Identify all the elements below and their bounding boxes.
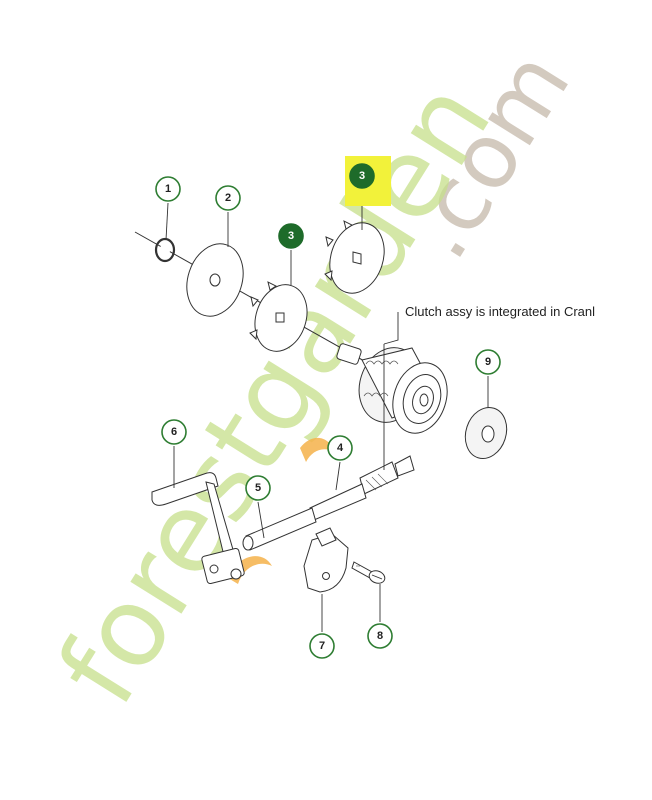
- leader-lines: [165, 202, 489, 632]
- callout-7-label: 7: [319, 640, 325, 652]
- callout-9-label: 9: [485, 356, 491, 368]
- callout-3-highlighted-label: 3: [359, 170, 365, 182]
- part-circlip: [154, 237, 176, 263]
- callout-2: 2: [215, 185, 241, 211]
- watermark: .com forestgarden: [33, 34, 590, 726]
- callout-5-label: 5: [255, 482, 261, 494]
- part-pawl-plate-detail: [324, 220, 385, 294]
- part-pawl-plate-lower: [249, 281, 308, 352]
- callout-6-label: 6: [171, 426, 177, 438]
- callout-8: 8: [367, 623, 393, 649]
- callout-7: 7: [309, 633, 335, 659]
- callout-3-highlighted: 3: [349, 163, 375, 189]
- callout-8-label: 8: [377, 630, 383, 642]
- callout-1: 1: [155, 176, 181, 202]
- callout-4-label: 4: [337, 442, 344, 454]
- callout-3-label: 3: [288, 230, 294, 242]
- part-starter-pulley-assembly: [336, 343, 448, 434]
- part-screw: [351, 561, 386, 584]
- callout-9: 9: [475, 349, 501, 375]
- part-washer: [186, 243, 244, 317]
- callout-4: 4: [327, 435, 353, 461]
- callout-1-label: 1: [165, 183, 171, 195]
- part-crank-handle: [151, 472, 245, 585]
- callout-5: 5: [245, 475, 271, 501]
- part-pawl-lever: [303, 527, 349, 593]
- callout-3: 3: [278, 223, 304, 249]
- clutch-note-text: Clutch assy is integrated in Cranl: [405, 304, 595, 319]
- part-spacer-ring: [464, 407, 508, 459]
- callout-6: 6: [161, 419, 187, 445]
- part-crankshaft: [242, 455, 415, 551]
- watermark-orange-accent-2: [300, 437, 334, 462]
- callout-2-label: 2: [225, 192, 231, 204]
